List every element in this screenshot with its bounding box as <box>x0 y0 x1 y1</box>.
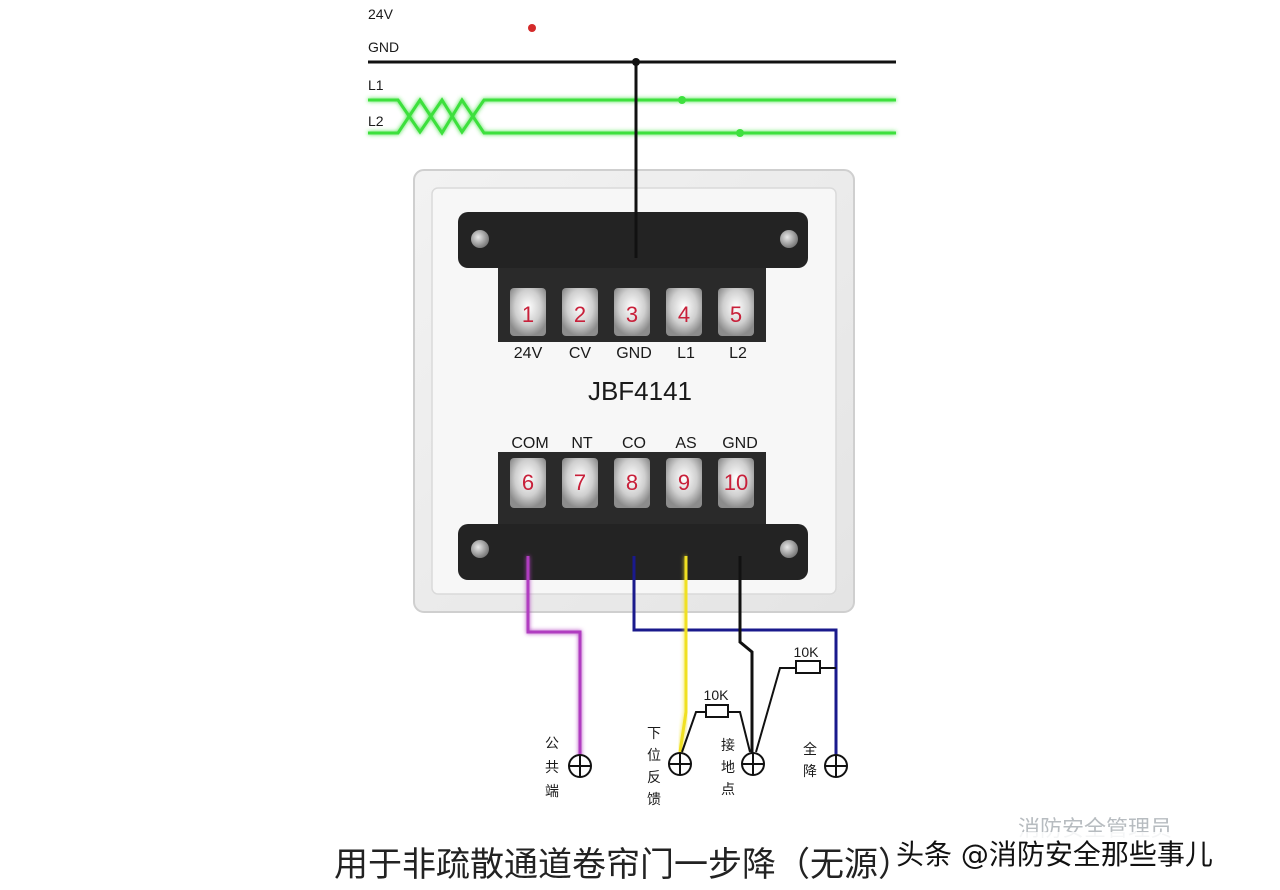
output-terminal-all-down <box>824 754 848 778</box>
wire-gnd-bottom <box>738 556 754 766</box>
bus-line-l2 <box>368 97 896 136</box>
bottom-terminal-label-9: AS <box>675 435 696 452</box>
top-terminal-label-4: L1 <box>677 345 695 362</box>
bottom-terminal-label-8: CO <box>622 435 646 452</box>
bottom-rail <box>458 524 808 580</box>
top-terminal-num-3: 3 <box>626 302 638 327</box>
wire-as <box>678 556 688 753</box>
watermark-text: 头条 @消防安全那些事儿 <box>896 838 1213 871</box>
bottom-terminal-num-9: 9 <box>678 470 690 495</box>
resistor-2-value: 10K <box>794 644 820 660</box>
svg-text:端: 端 <box>545 783 559 799</box>
top-terminal-2[interactable]: 2 <box>562 288 598 336</box>
watermark: 头条 @消防安全那些事儿 <box>890 832 1258 874</box>
bottom-terminal-num-6: 6 <box>522 470 534 495</box>
output-label-feedback: 下 位 反 馈 <box>647 725 661 807</box>
top-terminal-4[interactable]: 4 <box>666 288 702 336</box>
svg-text:接: 接 <box>721 737 735 753</box>
output-terminal-common <box>568 754 592 778</box>
top-terminal-num-2: 2 <box>574 302 586 327</box>
svg-text:公: 公 <box>545 735 559 751</box>
resistor-2 <box>795 660 821 674</box>
bottom-terminal-6[interactable]: 6 <box>510 458 546 508</box>
bus-label-l1: L1 <box>368 77 384 93</box>
bottom-terminal-num-10: 10 <box>724 470 748 495</box>
bottom-terminal-10[interactable]: 10 <box>718 458 754 508</box>
top-terminal-1[interactable]: 1 <box>510 288 546 336</box>
top-rail <box>458 212 808 268</box>
top-terminal-label-5: L2 <box>729 345 747 362</box>
svg-text:降: 降 <box>803 763 817 779</box>
resistor-1-leads <box>681 711 706 753</box>
bus-label-l2: L2 <box>368 113 384 129</box>
wire-com <box>526 556 582 766</box>
bottom-terminal-label-10: GND <box>722 435 758 452</box>
svg-text:位: 位 <box>647 747 661 763</box>
bottom-terminal-7[interactable]: 7 <box>562 458 598 508</box>
module-model: JBF4141 <box>588 376 692 406</box>
bottom-terminal-label-7: NT <box>571 435 593 452</box>
resistor-1-value: 10K <box>704 687 730 703</box>
bottom-left-bolt <box>471 540 489 558</box>
bus-line-l1 <box>368 97 896 135</box>
top-terminal-label-3: GND <box>616 345 652 362</box>
wire-co <box>632 556 838 766</box>
top-terminal-num-4: 4 <box>678 302 690 327</box>
top-left-bolt <box>471 230 489 248</box>
resistor-2-leads <box>755 667 796 753</box>
bottom-terminal-num-7: 7 <box>574 470 586 495</box>
output-label-common: 公 共 端 <box>545 735 559 799</box>
svg-text:共: 共 <box>545 759 559 775</box>
output-terminal-ground <box>741 752 765 776</box>
top-terminal-5[interactable]: 5 <box>718 288 754 336</box>
bottom-right-bolt <box>780 540 798 558</box>
output-terminal-feedback <box>668 752 692 776</box>
top-terminal-label-2: CV <box>569 345 592 362</box>
output-label-ground: 接 地 点 <box>721 737 735 797</box>
resistor-1 <box>705 704 729 718</box>
output-label-all-down: 全 降 <box>803 741 817 779</box>
top-terminal-num-1: 1 <box>522 302 534 327</box>
svg-text:下: 下 <box>647 725 661 741</box>
bottom-terminal-num-8: 8 <box>626 470 638 495</box>
svg-text:反: 反 <box>647 769 661 785</box>
svg-text:馈: 馈 <box>647 791 661 807</box>
bottom-terminal-label-6: COM <box>511 435 548 452</box>
bus-label-24v: 24V <box>368 6 394 22</box>
svg-text:点: 点 <box>721 781 735 797</box>
diagram-caption: 用于非疏散通道卷帘门一步降（无源） <box>334 845 912 885</box>
bottom-terminal-9[interactable]: 9 <box>666 458 702 508</box>
svg-text:地: 地 <box>721 759 735 775</box>
top-terminal-3[interactable]: 3 <box>614 288 650 336</box>
bottom-terminal-8[interactable]: 8 <box>614 458 650 508</box>
top-right-bolt <box>780 230 798 248</box>
top-terminal-label-1: 24V <box>514 345 543 362</box>
top-terminal-num-5: 5 <box>730 302 742 327</box>
svg-text:全: 全 <box>803 741 817 757</box>
bus-label-gnd: GND <box>368 39 399 55</box>
